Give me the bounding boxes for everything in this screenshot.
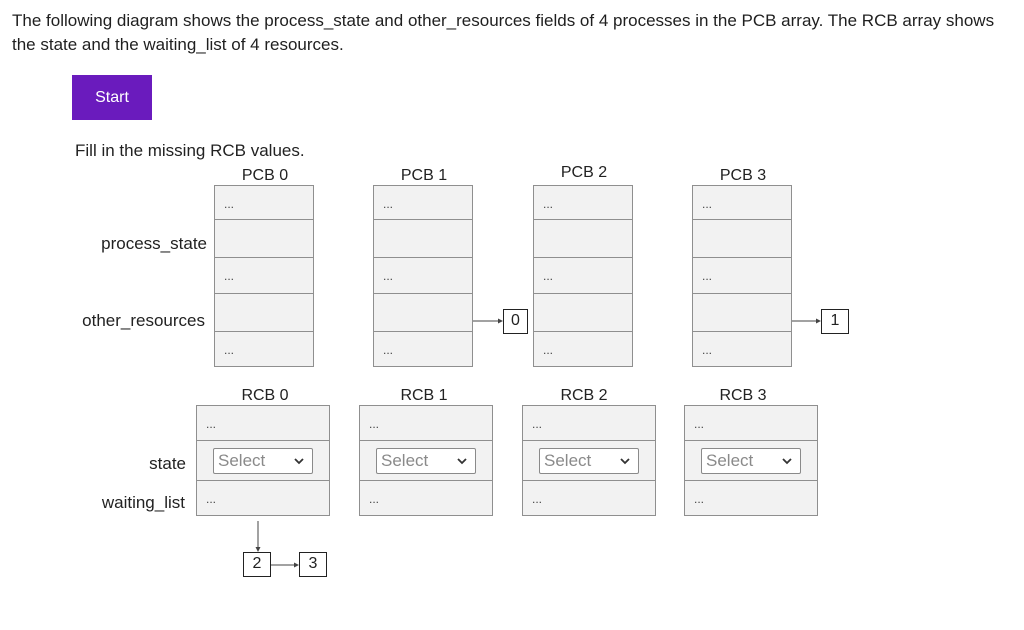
start-button[interactable]: Start	[72, 75, 152, 120]
rcb-0-waiting-list: ...	[196, 480, 330, 516]
rcb-1-row-top: ...	[359, 405, 493, 441]
rcb-2-table: ... Select ...	[522, 405, 656, 516]
rcb-3-state-select[interactable]: Select	[701, 448, 801, 474]
pcb-1-process-state	[373, 219, 473, 258]
pcb-3-title: PCB 3	[719, 167, 767, 184]
pcb-3-resource-node: 1	[821, 309, 849, 334]
chevron-down-icon	[620, 458, 630, 465]
pcb-3-table: ... ... ...	[692, 185, 792, 367]
rcb-2-state-select[interactable]: Select	[539, 448, 639, 474]
rcb-2-state-cell: Select	[522, 440, 656, 481]
pcb-2-row-top: ...	[533, 185, 633, 220]
pcb-1-resource-node: 0	[503, 309, 528, 334]
pcb-1-row-top: ...	[373, 185, 473, 220]
rcb-2-title: RCB 2	[560, 387, 608, 404]
chevron-down-icon	[294, 458, 304, 465]
pcb-0-row-top: ...	[214, 185, 314, 220]
state-label: state	[149, 454, 186, 473]
process-state-label: process_state	[101, 234, 207, 253]
pcb-0-title: PCB 0	[241, 167, 289, 184]
pcb-1-row-bottom: ...	[373, 331, 473, 367]
pcb-2-process-state	[533, 219, 633, 258]
pcb-3-row-bottom: ...	[692, 331, 792, 367]
waiting-list-label: waiting_list	[101, 493, 185, 512]
rcb-3-title: RCB 3	[719, 387, 767, 404]
pcb-2-row-bottom: ...	[533, 331, 633, 367]
rcb-0-title: RCB 0	[241, 387, 289, 404]
rcb-0-state-cell: Select	[196, 440, 330, 481]
pcb-3-row-top: ...	[692, 185, 792, 220]
rcb-3-state-cell: Select	[684, 440, 818, 481]
pcb-1-title: PCB 1	[400, 167, 448, 184]
pcb-0-process-state	[214, 219, 314, 258]
rcb-3-table: ... Select ...	[684, 405, 818, 516]
rcb-2-row-top: ...	[522, 405, 656, 441]
rcb-2-waiting-list: ...	[522, 480, 656, 516]
other-resources-label: other_resources	[82, 311, 205, 330]
rcb-0-waiting-node-2: 3	[299, 552, 327, 577]
pcb-2-title: PCB 2	[560, 164, 608, 181]
rcb-2-state-select-value: Select	[544, 451, 592, 470]
pcb-3-row-middle: ...	[692, 257, 792, 294]
pcb-2-row-middle: ...	[533, 257, 633, 294]
rcb-1-table: ... Select ...	[359, 405, 493, 516]
chevron-down-icon	[457, 458, 467, 465]
rcb-1-title: RCB 1	[400, 387, 448, 404]
intro-text: The following diagram shows the process_…	[12, 11, 995, 54]
pcb-0-table: ... ... ...	[214, 185, 314, 367]
pcb-1-row-middle: ...	[373, 257, 473, 294]
pcb-2-table: ... ... ...	[533, 185, 633, 367]
pcb-0-other-resources	[214, 293, 314, 332]
rcb-3-waiting-list: ...	[684, 480, 818, 516]
rcb-3-state-select-value: Select	[706, 451, 754, 470]
instruction-text: Fill in the missing RCB values.	[75, 141, 305, 160]
rcb-1-waiting-list: ...	[359, 480, 493, 516]
rcb-0-waiting-node-1: 2	[243, 552, 271, 577]
rcb-1-state-cell: Select	[359, 440, 493, 481]
pcb-3-process-state	[692, 219, 792, 258]
rcb-0-state-select[interactable]: Select	[213, 448, 313, 474]
rcb-1-state-select[interactable]: Select	[376, 448, 476, 474]
rcb-0-table: ... Select ...	[196, 405, 330, 516]
pcb-3-other-resources	[692, 293, 792, 332]
pcb-2-other-resources	[533, 293, 633, 332]
pcb-1-resource-arrow	[473, 318, 503, 324]
pcb-1-table: ... ... ...	[373, 185, 473, 367]
rcb-0-waiting-list-arrow	[255, 521, 261, 552]
pcb-3-resource-arrow	[792, 318, 821, 324]
rcb-3-row-top: ...	[684, 405, 818, 441]
pcb-0-row-middle: ...	[214, 257, 314, 294]
chevron-down-icon	[782, 458, 792, 465]
rcb-1-state-select-value: Select	[381, 451, 429, 470]
pcb-1-other-resources	[373, 293, 473, 332]
rcb-0-row-top: ...	[196, 405, 330, 441]
rcb-0-state-select-value: Select	[218, 451, 266, 470]
pcb-0-row-bottom: ...	[214, 331, 314, 367]
waiting-node-link-arrow	[271, 562, 299, 568]
